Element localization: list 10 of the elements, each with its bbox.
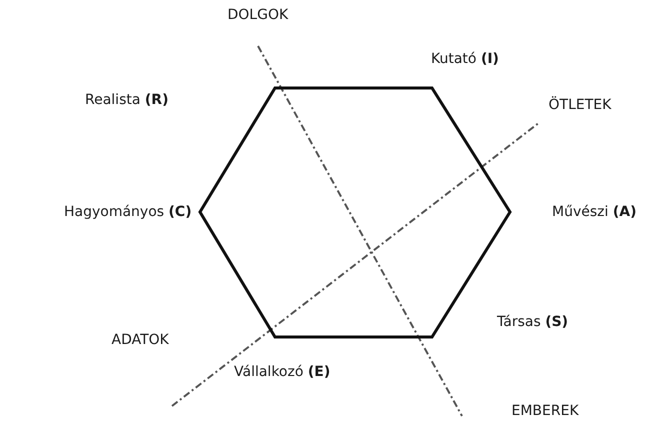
axis-label: ADATOK bbox=[112, 331, 169, 349]
type-label: Hagyományos (C) bbox=[64, 203, 192, 221]
axis-label: ÖTLETEK bbox=[548, 96, 612, 114]
type-label: Realista (R) bbox=[85, 91, 168, 109]
type-label: Kutató (I) bbox=[431, 50, 499, 68]
axis-label: DOLGOK bbox=[228, 6, 288, 24]
type-label: Vállalkozó (E) bbox=[234, 363, 330, 381]
type-label: Társas (S) bbox=[497, 313, 568, 331]
axis-label: EMBEREK bbox=[512, 402, 579, 420]
type-label: Művészi (A) bbox=[552, 203, 636, 221]
